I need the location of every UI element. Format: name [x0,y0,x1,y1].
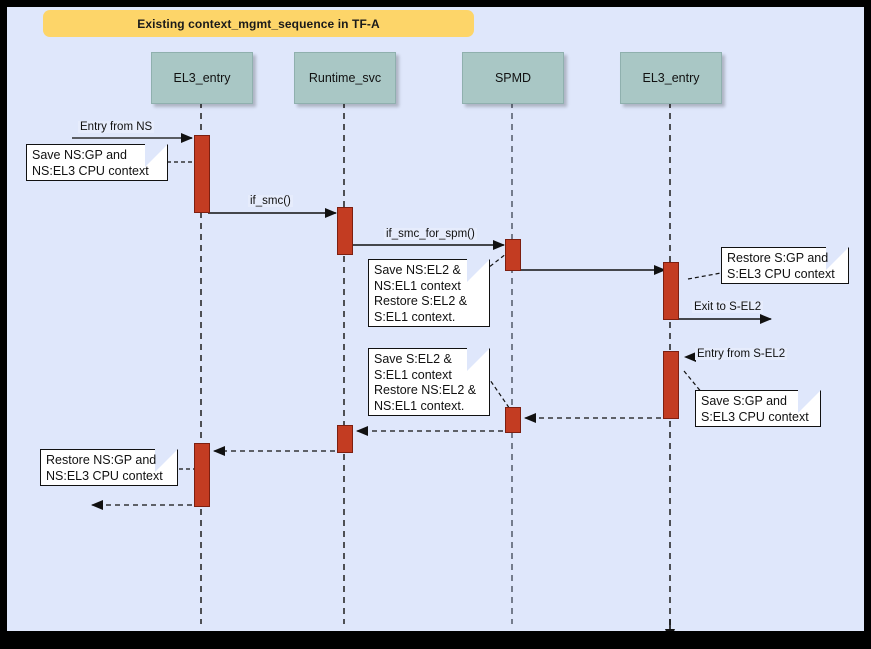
note-restore-ns-gp: Restore NS:GP and NS:EL3 CPU context [40,449,178,486]
lifeline-label: EL3_entry [642,71,700,85]
note-fold-icon [826,247,849,270]
lifeline-label: EL3_entry [173,71,231,85]
note-fold-icon [467,348,490,371]
note-fold-icon [798,390,821,413]
lifeline-header-el3-entry-right[interactable]: EL3_entry [620,52,722,104]
diagram-title: Existing context_mgmt_sequence in TF-A [43,10,474,37]
note-text: Save NS:EL2 & NS:EL1 context Restore S:E… [374,263,468,324]
note-save-s-el2: Save S:EL2 & S:EL1 context Restore NS:EL… [368,348,490,416]
note-text: Save S:EL2 & S:EL1 context Restore NS:EL… [374,352,477,413]
lifeline-header-spmd[interactable]: SPMD [462,52,564,104]
note-save-s-gp: Save S:GP and S:EL3 CPU context [695,390,821,427]
message-label-entry-from-ns: Entry from NS [78,121,155,133]
note-fold-icon [467,259,490,282]
activation-bar-el3-entry-2[interactable] [194,443,210,507]
note-text: Restore NS:GP and NS:EL3 CPU context [46,453,163,483]
note-save-ns-gp: Save NS:GP and NS:EL3 CPU context [26,144,168,181]
activation-bar-spmd-2[interactable] [505,407,521,433]
note-fold-icon [155,449,178,472]
activation-bar-el3-entry-1[interactable] [194,135,210,213]
lifeline-header-runtime-svc[interactable]: Runtime_svc [294,52,396,104]
note-connector-3 [687,272,722,280]
message-label-entry-from-s-el2: Entry from S-EL2 [695,348,788,360]
note-text: Save S:GP and S:EL3 CPU context [701,394,809,424]
message-label-exit-to-s-el2: Exit to S-EL2 [692,301,764,313]
note-restore-s-gp: Restore S:GP and S:EL3 CPU context [721,247,849,284]
message-label-if-smc: if_smc() [248,195,293,207]
diagram-title-text: Existing context_mgmt_sequence in TF-A [137,16,380,31]
lifeline-header-el3-entry-left[interactable]: EL3_entry [151,52,253,104]
note-text: Restore S:GP and S:EL3 CPU context [727,251,835,281]
activation-bar-el3-entry-right-2[interactable] [663,351,679,419]
message-label-if-smc-for-spm: if_smc_for_spm() [384,228,477,240]
lifeline-label: SPMD [494,71,532,85]
activation-bar-runtime-svc-1[interactable] [337,207,353,255]
activation-bar-runtime-svc-2[interactable] [337,425,353,453]
activation-bar-el3-entry-right-1[interactable] [663,262,679,320]
note-save-ns-el2: Save NS:EL2 & NS:EL1 context Restore S:E… [368,259,490,327]
activation-bar-spmd-1[interactable] [505,239,521,271]
diagram-canvas: Existing context_mgmt_sequence in TF-A E… [7,7,864,631]
note-fold-icon [145,144,168,167]
note-text: Save NS:GP and NS:EL3 CPU context [32,148,149,178]
lifeline-label: Runtime_svc [308,71,382,85]
